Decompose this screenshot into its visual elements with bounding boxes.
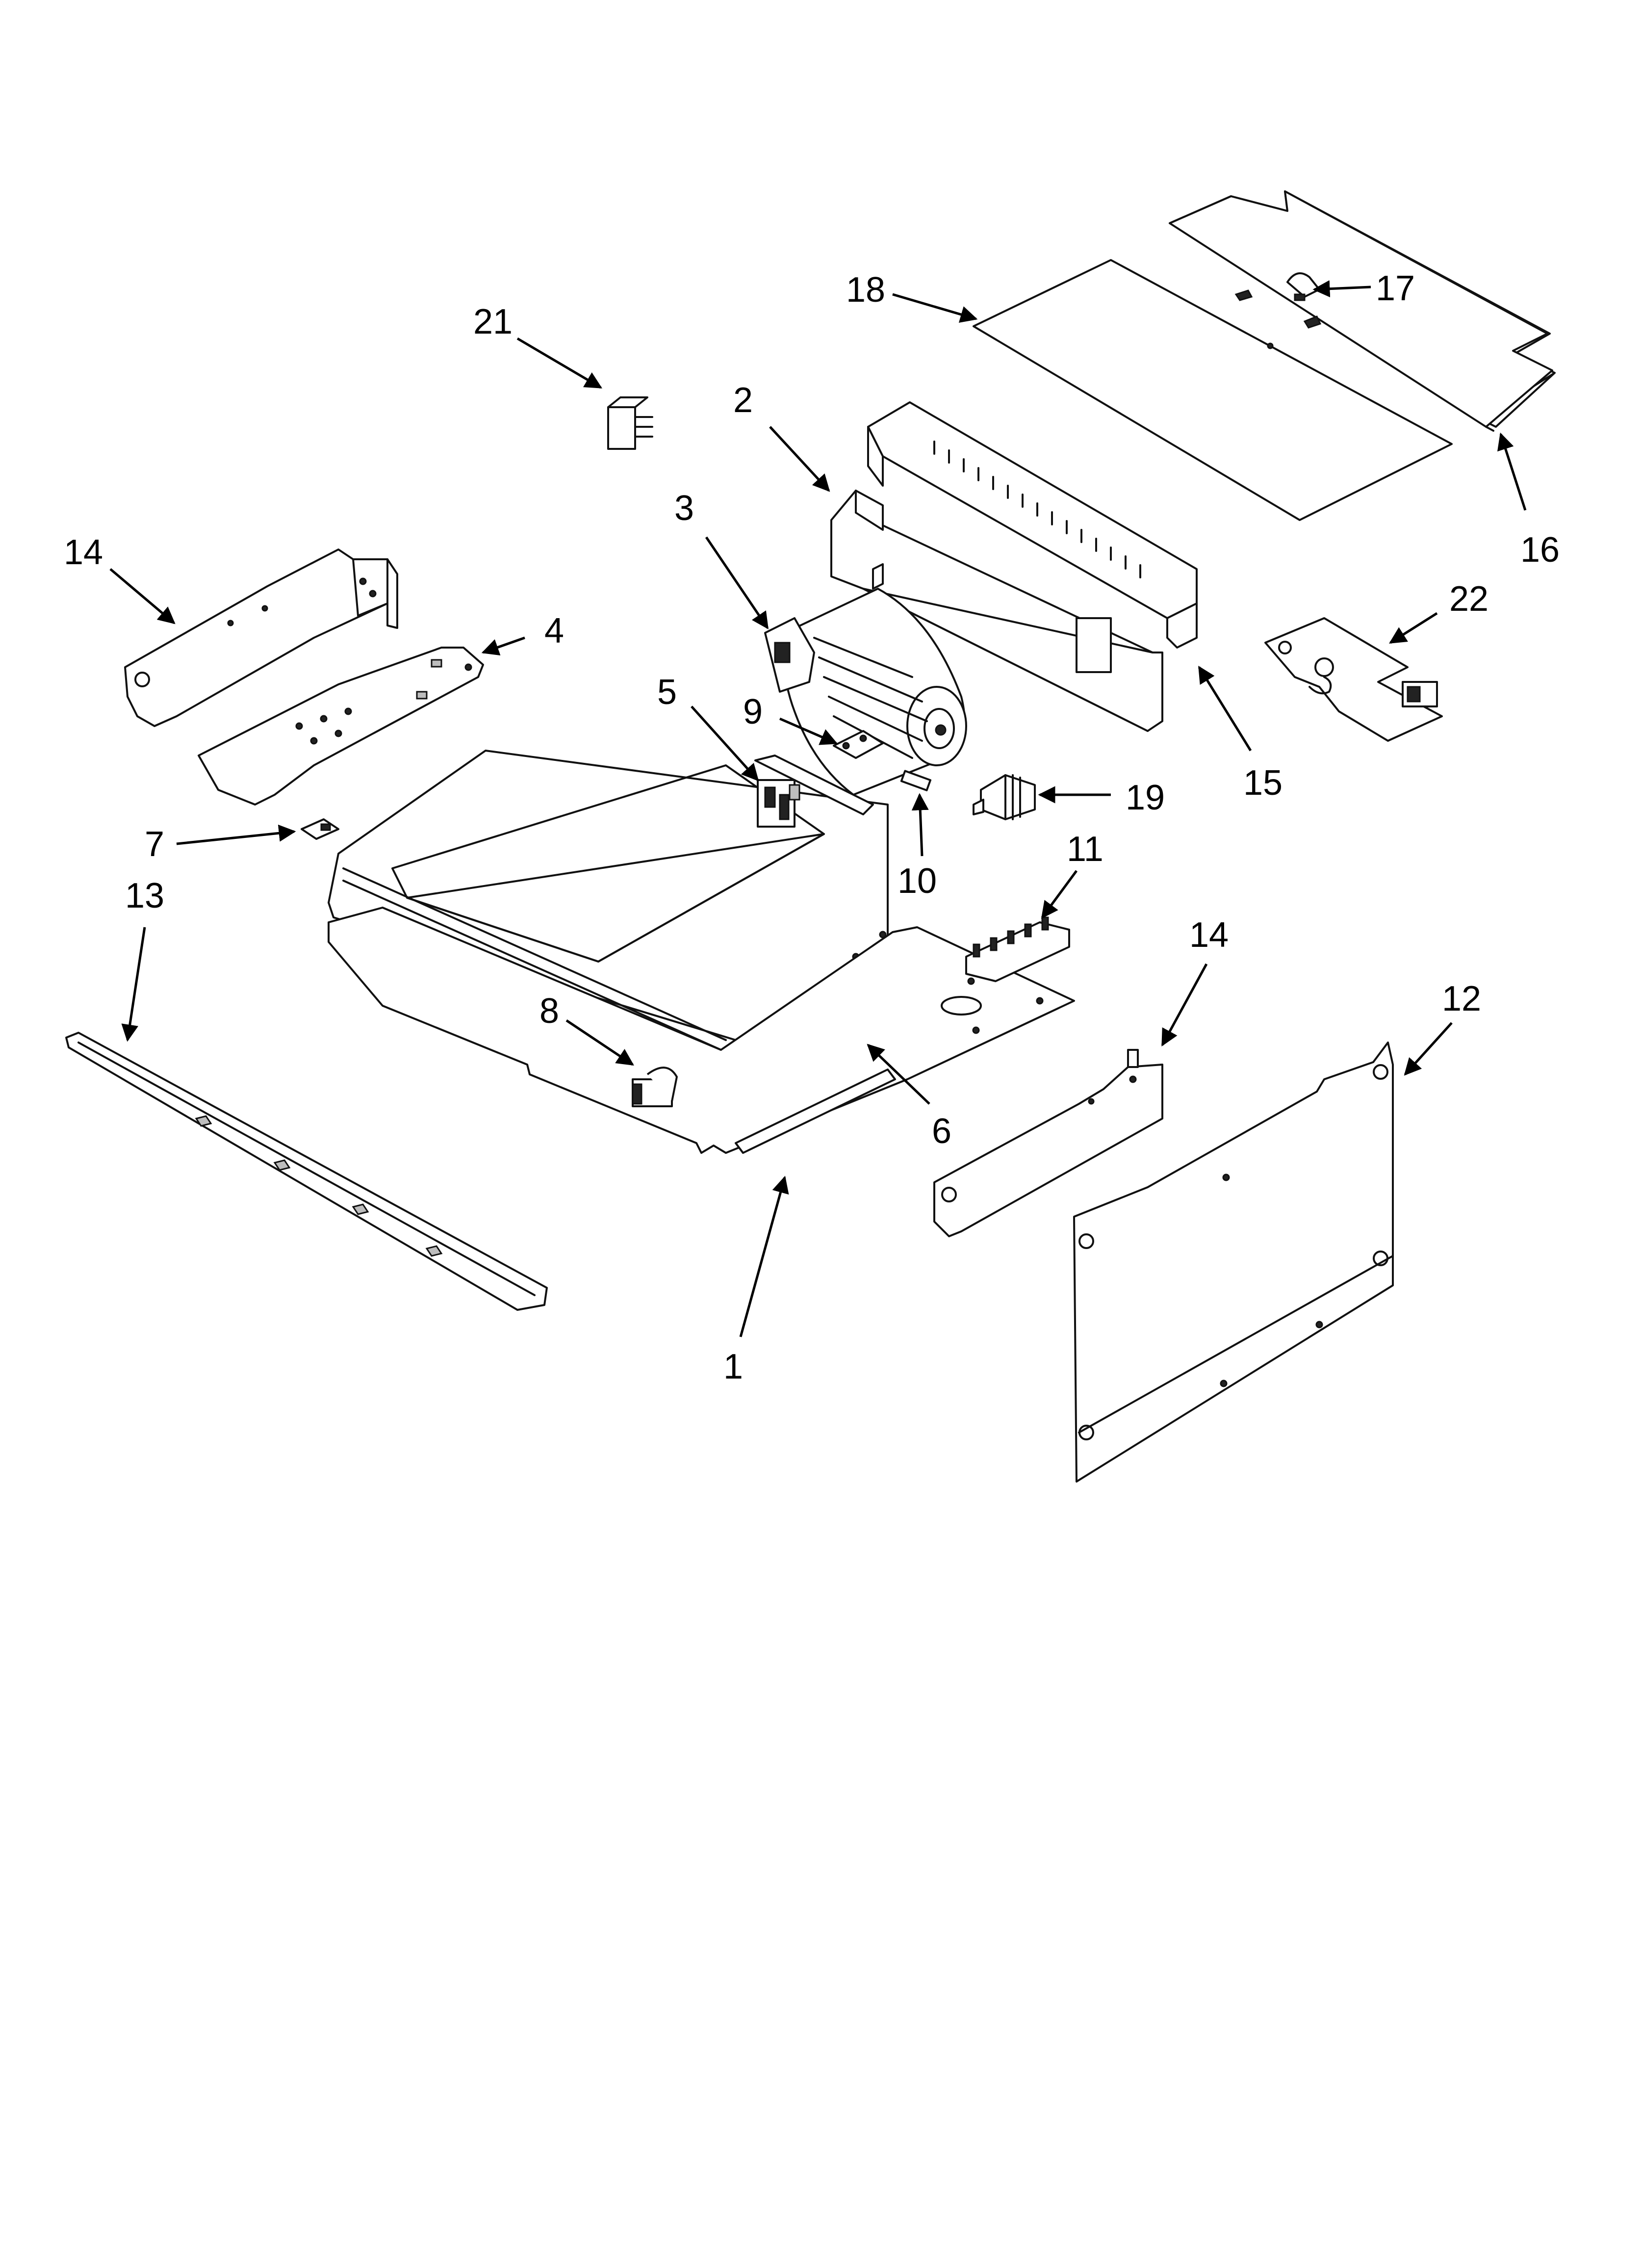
callout-3: 3 — [674, 489, 694, 528]
callout-12: 12 — [1442, 979, 1481, 1018]
callout-5: 5 — [657, 673, 677, 712]
callout-18: 18 — [846, 270, 885, 310]
leader-17 — [1312, 280, 1371, 298]
callout-8: 8 — [539, 991, 559, 1031]
part-19-transformer — [973, 774, 1036, 820]
callout-4: 4 — [544, 611, 564, 651]
callout-15: 15 — [1243, 763, 1283, 803]
part-8-switch — [632, 1067, 678, 1107]
back-panel-slots — [933, 441, 1141, 578]
callout-7: 7 — [145, 825, 164, 864]
leader-11 — [1041, 870, 1078, 919]
part-10-fuse — [900, 770, 932, 791]
leader-6 — [867, 1043, 930, 1105]
part-22-bracket — [1264, 617, 1443, 742]
callout-16: 16 — [1520, 530, 1560, 570]
callout-11: 11 — [1067, 830, 1103, 869]
callout-17: 17 — [1376, 269, 1415, 308]
leader-14a — [109, 568, 176, 625]
callout-1: 1 — [723, 1347, 743, 1386]
part-13-front-trim — [65, 1032, 548, 1311]
callout-2: 2 — [733, 381, 753, 420]
part-11-terminal-strip — [965, 916, 1070, 982]
part-4-mounting-plate — [198, 647, 484, 806]
callout-labels: 18 17 16 21 2 3 14 4 15 22 5 9 19 10 7 1… — [64, 269, 1560, 1386]
callout-9: 9 — [743, 692, 763, 731]
leader-15 — [1198, 666, 1252, 752]
leader-12 — [1404, 1022, 1453, 1076]
leader-16 — [1497, 432, 1527, 511]
leader-5 — [691, 705, 759, 782]
part-7-clip — [301, 818, 339, 840]
callout-21: 21 — [473, 302, 513, 341]
leader-4 — [481, 636, 525, 656]
part-21-switch — [607, 396, 653, 450]
part-14-right-bracket — [933, 1049, 1163, 1237]
leader-14b — [1161, 963, 1208, 1047]
leader-8 — [565, 1019, 634, 1066]
leader-10 — [911, 793, 929, 857]
leader-13 — [121, 927, 146, 1042]
part-12-front-panel — [1073, 1042, 1394, 1483]
part-18-top-panel — [973, 259, 1453, 521]
part-2-rear-bracket — [830, 490, 1163, 732]
part-5-relay — [757, 779, 800, 828]
part-16-top-cover — [1169, 190, 1556, 432]
callout-10: 10 — [898, 861, 937, 901]
callout-13: 13 — [125, 876, 164, 915]
part-15-back-panel — [867, 401, 1198, 649]
callout-19: 19 — [1126, 778, 1165, 817]
leader-22 — [1389, 612, 1438, 644]
callout-14-left: 14 — [64, 533, 103, 572]
leader-1 — [739, 1175, 789, 1337]
callout-14-right: 14 — [1189, 915, 1229, 955]
callout-22: 22 — [1449, 579, 1488, 619]
part-1-floor-pan — [328, 907, 1075, 1154]
leader-18 — [892, 293, 978, 323]
leader-9 — [779, 717, 838, 745]
leader-21 — [516, 337, 603, 389]
leader-2 — [769, 426, 830, 492]
leader-7 — [176, 824, 296, 845]
leader-3 — [705, 536, 769, 629]
part-9-terminal — [833, 730, 884, 759]
part-14-left-bracket — [124, 548, 398, 727]
leader-lines — [109, 280, 1527, 1337]
callout-6: 6 — [932, 1112, 951, 1151]
